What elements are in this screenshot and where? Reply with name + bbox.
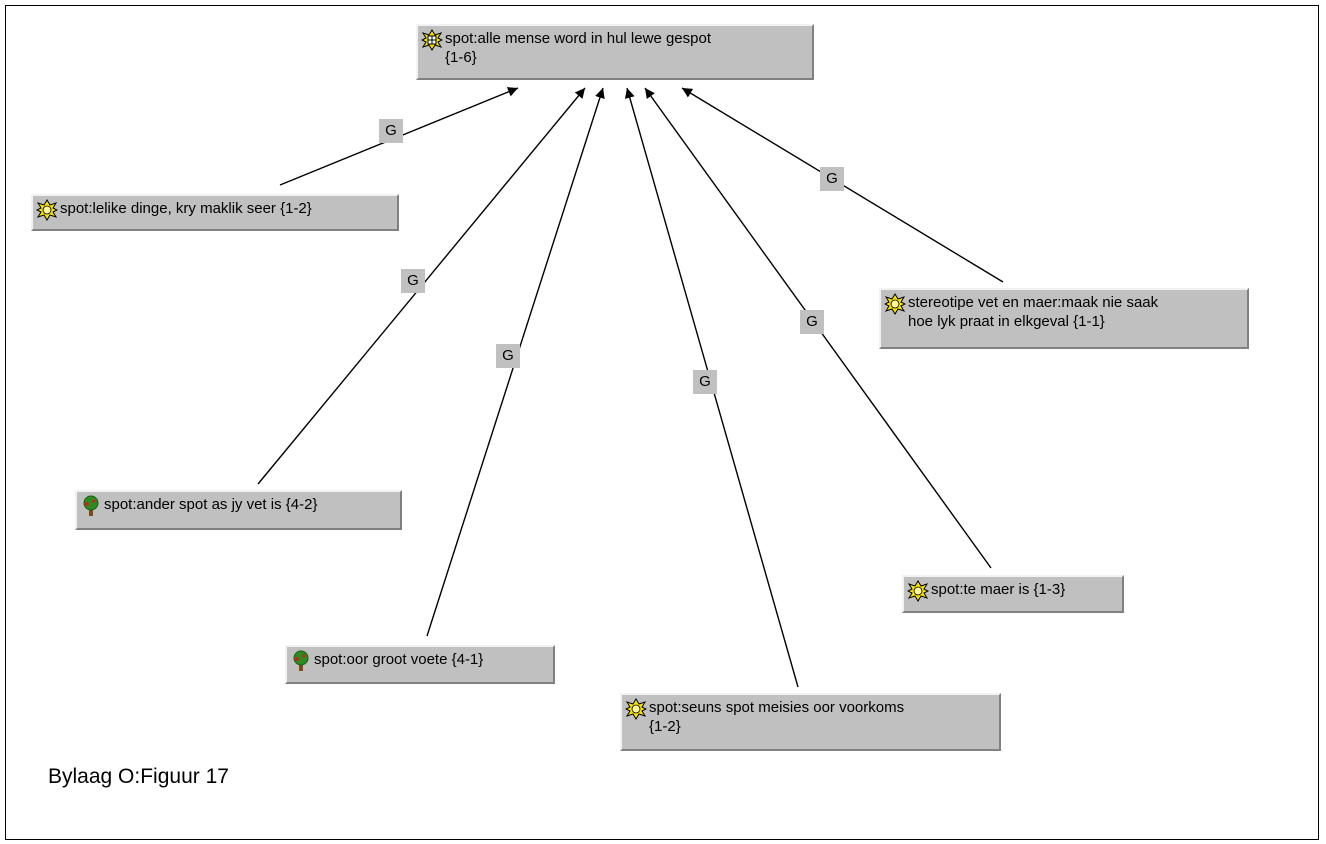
quotation-node-icon	[884, 293, 906, 315]
node-ander[interactable]: spot:ander spot as jy vet is {4-2}	[75, 490, 402, 530]
node-lelike-label: spot:lelike dinge, kry maklik seer {1-2}	[60, 200, 312, 217]
node-voete-label: spot:oor groot voete {4-1}	[314, 651, 484, 668]
node-stereotipe-label: stereotipe vet en maer:maak nie saak hoe…	[908, 294, 1159, 330]
link-label-lelike: G	[379, 119, 403, 143]
node-lelike[interactable]: spot:lelike dinge, kry maklik seer {1-2}	[31, 194, 399, 231]
node-stereotipe[interactable]: stereotipe vet en maer:maak nie saak hoe…	[879, 288, 1249, 349]
node-ander-label: spot:ander spot as jy vet is {4-2}	[104, 496, 318, 513]
tree-icon	[83, 495, 99, 516]
link-label-ander: G	[401, 269, 425, 293]
figure-caption: Bylaag O:Figuur 17	[48, 765, 229, 788]
link-label-voete: G	[496, 344, 520, 368]
quotation-node-icon	[625, 698, 647, 720]
node-voete[interactable]: spot:oor groot voete {4-1}	[285, 645, 555, 684]
link-label-seuns: G	[693, 370, 717, 394]
node-root-label: spot:alle mense word in hul lewe gespot …	[445, 30, 711, 66]
node-seuns[interactable]: spot:seuns spot meisies oor voorkoms {1-…	[620, 693, 1001, 751]
quotation-node-icon	[907, 580, 929, 602]
node-seuns-label: spot:seuns spot meisies oor voorkoms {1-…	[649, 699, 905, 735]
quotation-node-icon	[36, 199, 58, 221]
node-root[interactable]: spot:alle mense word in hul lewe gespot …	[416, 24, 814, 80]
network-node-icon	[421, 29, 443, 51]
node-te-maer[interactable]: spot:te maer is {1-3}	[902, 575, 1124, 613]
node-te-maer-label: spot:te maer is {1-3}	[931, 581, 1066, 598]
link-label-stereotipe: G	[820, 167, 844, 191]
tree-icon	[293, 650, 309, 671]
figure-frame	[5, 5, 1319, 840]
link-label-te-maer: G	[800, 310, 824, 334]
